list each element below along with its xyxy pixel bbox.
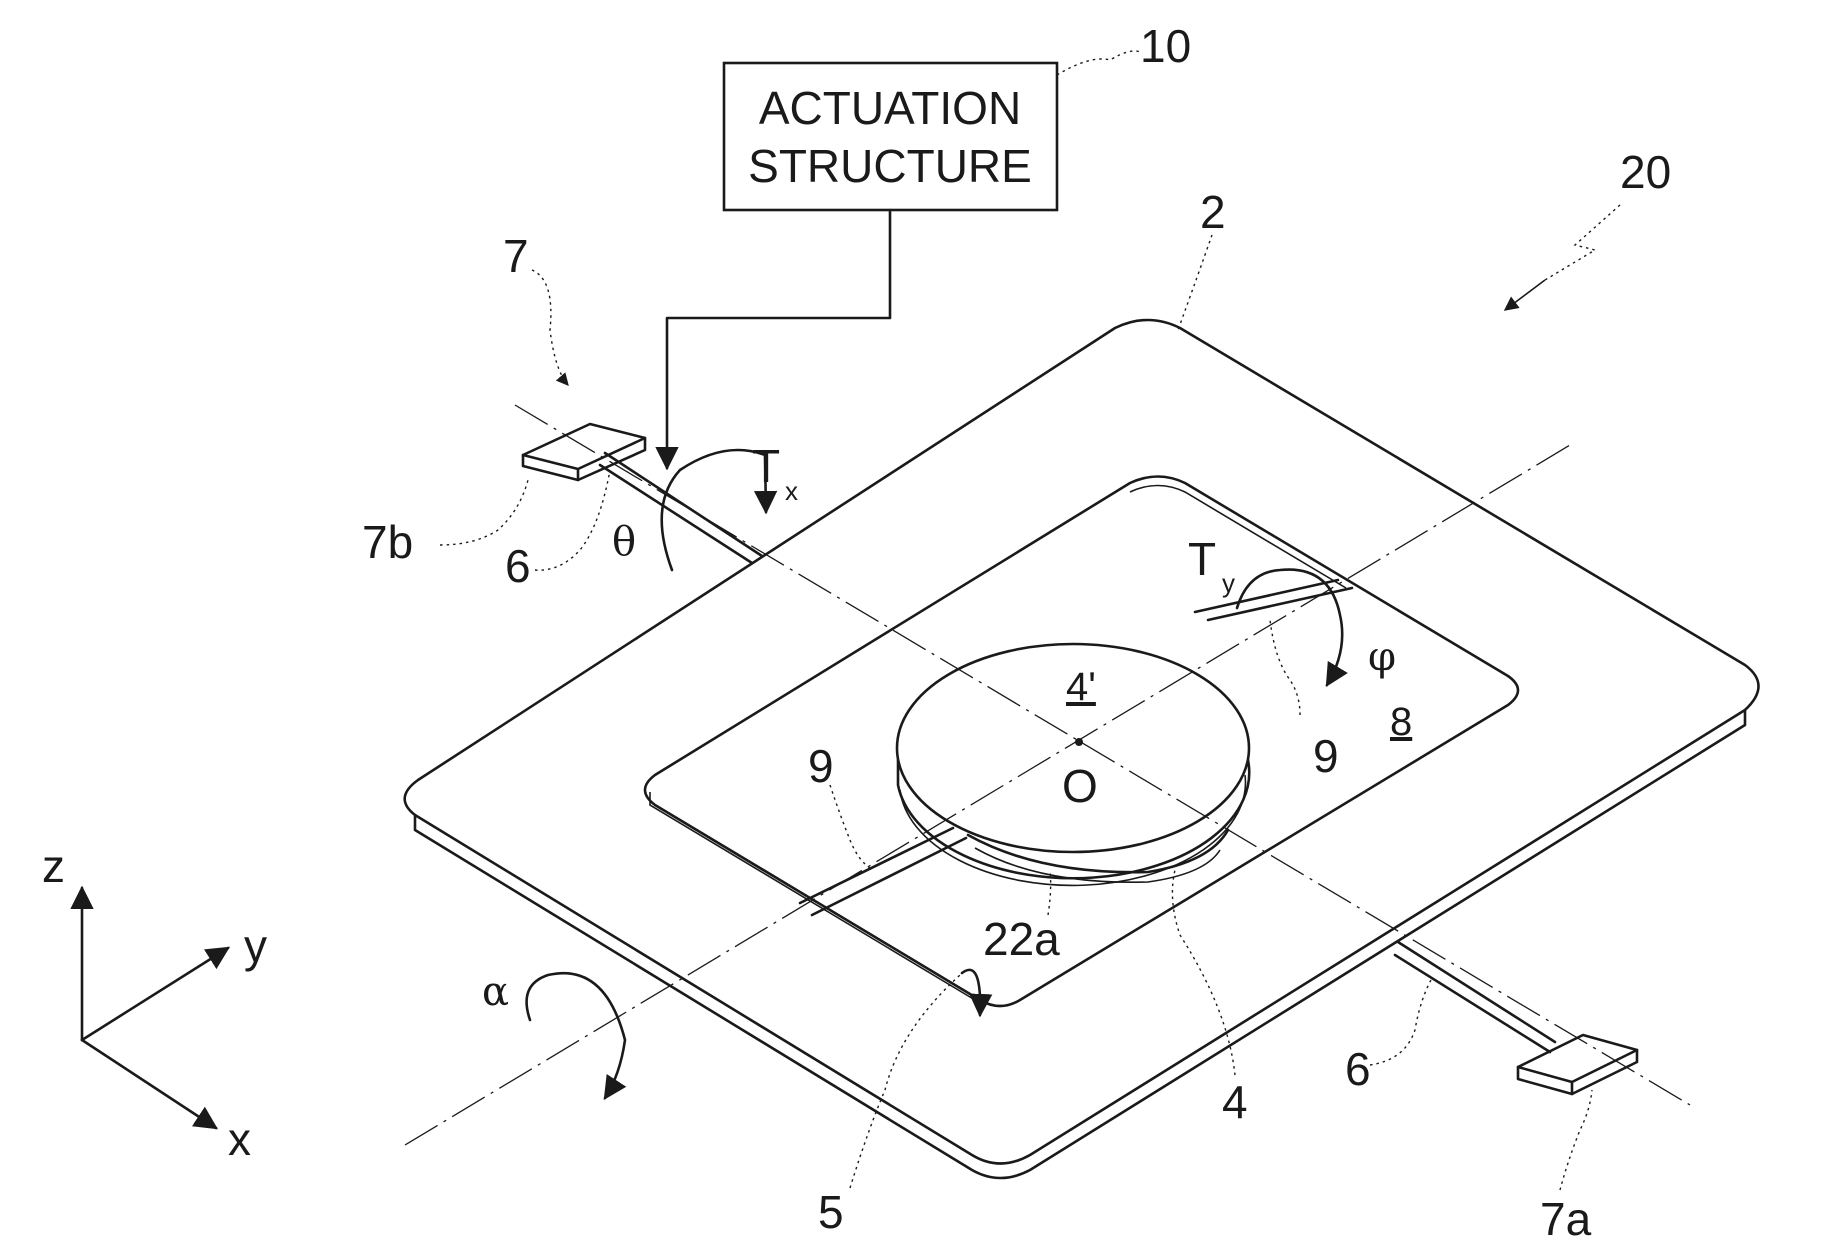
- torque-ty-subscript: y: [1222, 568, 1235, 598]
- ref-7: 7: [503, 230, 529, 282]
- leader-5: [850, 975, 960, 1188]
- ref-6-right: 6: [1345, 1043, 1371, 1095]
- leader-9-lower: [830, 785, 870, 868]
- ref-9-left: 9: [808, 740, 834, 792]
- ref-22a: 22a: [983, 913, 1060, 965]
- leader-2: [1178, 235, 1212, 330]
- angle-alpha: α: [482, 969, 509, 1015]
- ref-4: 4: [1222, 1076, 1248, 1128]
- ref-20: 20: [1620, 146, 1671, 198]
- leader-7b: [440, 480, 528, 545]
- outer-spring-right: [1395, 942, 1555, 1052]
- torque-ty-label: T: [1188, 533, 1216, 585]
- actuation-label-line2: STRUCTURE: [748, 140, 1032, 192]
- torque-ty-arrow: [1237, 570, 1342, 685]
- torque-tx-subscript: x: [785, 476, 798, 506]
- ref-O: O: [1062, 760, 1098, 812]
- leader-7: [532, 270, 568, 385]
- center-point: [1075, 738, 1083, 746]
- actuation-connector: [667, 210, 890, 468]
- coordinate-axes: [82, 888, 228, 1128]
- ref-6-left: 6: [505, 540, 531, 592]
- rotation-5-arrow: [962, 970, 980, 1015]
- ref-2: 2: [1200, 186, 1226, 238]
- leader-9-upper: [1270, 620, 1300, 715]
- y-rotation-axis: [405, 445, 1570, 1145]
- leader-6-right: [1370, 978, 1432, 1065]
- inner-spring-lower: [800, 828, 966, 915]
- actuation-label-line1: ACTUATION: [759, 82, 1021, 134]
- ref-7a: 7a: [1540, 1193, 1592, 1245]
- alpha-arrow: [527, 973, 625, 1098]
- leader-10: [1057, 51, 1140, 75]
- axis-label-z: z: [42, 840, 65, 892]
- leader-20: [1545, 205, 1620, 280]
- ref-8: 8: [1390, 700, 1412, 744]
- ref-7b: 7b: [362, 516, 413, 568]
- angle-theta: θ: [612, 519, 636, 565]
- ref-5: 5: [818, 1186, 844, 1238]
- axis-label-x: x: [228, 1113, 251, 1165]
- ref-10: 10: [1140, 20, 1191, 72]
- torque-tx-arrow: [662, 450, 766, 570]
- arrow-20: [1505, 280, 1545, 310]
- angle-phi: φ: [1368, 634, 1396, 680]
- leader-7a: [1560, 1090, 1592, 1190]
- torque-tx-label: T: [752, 440, 780, 492]
- leader-6-left: [535, 470, 610, 570]
- ref-4prime: 4': [1066, 665, 1096, 709]
- ref-9-right: 9: [1313, 730, 1339, 782]
- axis-label-y: y: [244, 920, 267, 972]
